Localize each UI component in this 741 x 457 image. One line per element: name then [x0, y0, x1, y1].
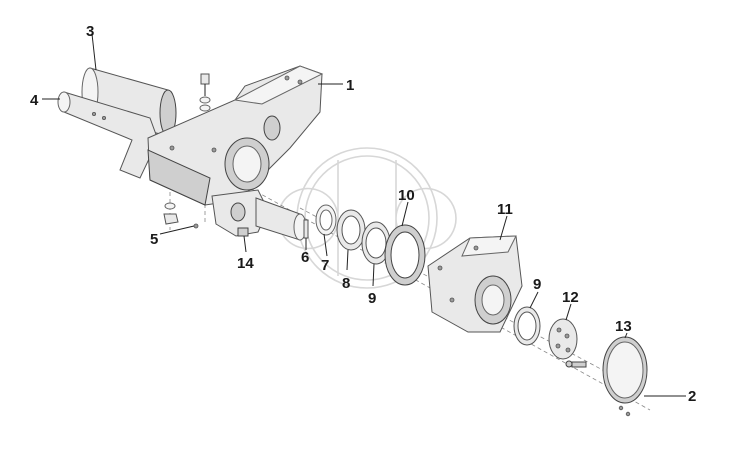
callout-8: 8 — [342, 275, 350, 292]
callout-9-second: 9 — [533, 276, 541, 293]
callout-14: 14 — [237, 255, 254, 272]
part-1-main-bracket — [147, 65, 324, 206]
callout-1: 1 — [346, 77, 354, 94]
callout-6: 6 — [301, 249, 309, 266]
leader-lines — [42, 33, 686, 397]
part-8-ring — [336, 209, 366, 251]
callout-4: 4 — [30, 92, 39, 109]
callout-7: 7 — [321, 257, 329, 274]
part-9-seal-a — [361, 221, 391, 265]
part-5-fasteners — [163, 202, 199, 229]
callout-10: 10 — [398, 187, 415, 204]
callout-5: 5 — [150, 231, 158, 248]
callout-13: 13 — [615, 318, 632, 335]
part-6-pin — [303, 219, 309, 239]
callout-12: 12 — [562, 289, 579, 306]
part-10-large-ring — [384, 224, 426, 286]
part-14-lower-bracket — [211, 189, 307, 241]
callout-9-first: 9 — [368, 290, 376, 307]
callout-11: 11 — [497, 201, 513, 218]
part-11-housing — [427, 235, 523, 333]
part-12-flange — [548, 318, 587, 368]
part-9-seal-b — [513, 306, 541, 346]
part-7-ring — [315, 204, 337, 236]
part-4-arm — [57, 91, 159, 179]
callout-3: 3 — [86, 23, 94, 40]
callout-labels: 1 2 3 4 5 6 7 8 9 9 10 11 12 13 14 — [30, 23, 696, 405]
top-bolt — [199, 73, 211, 112]
part-13-end-cover — [602, 336, 648, 417]
callout-2: 2 — [688, 388, 696, 405]
